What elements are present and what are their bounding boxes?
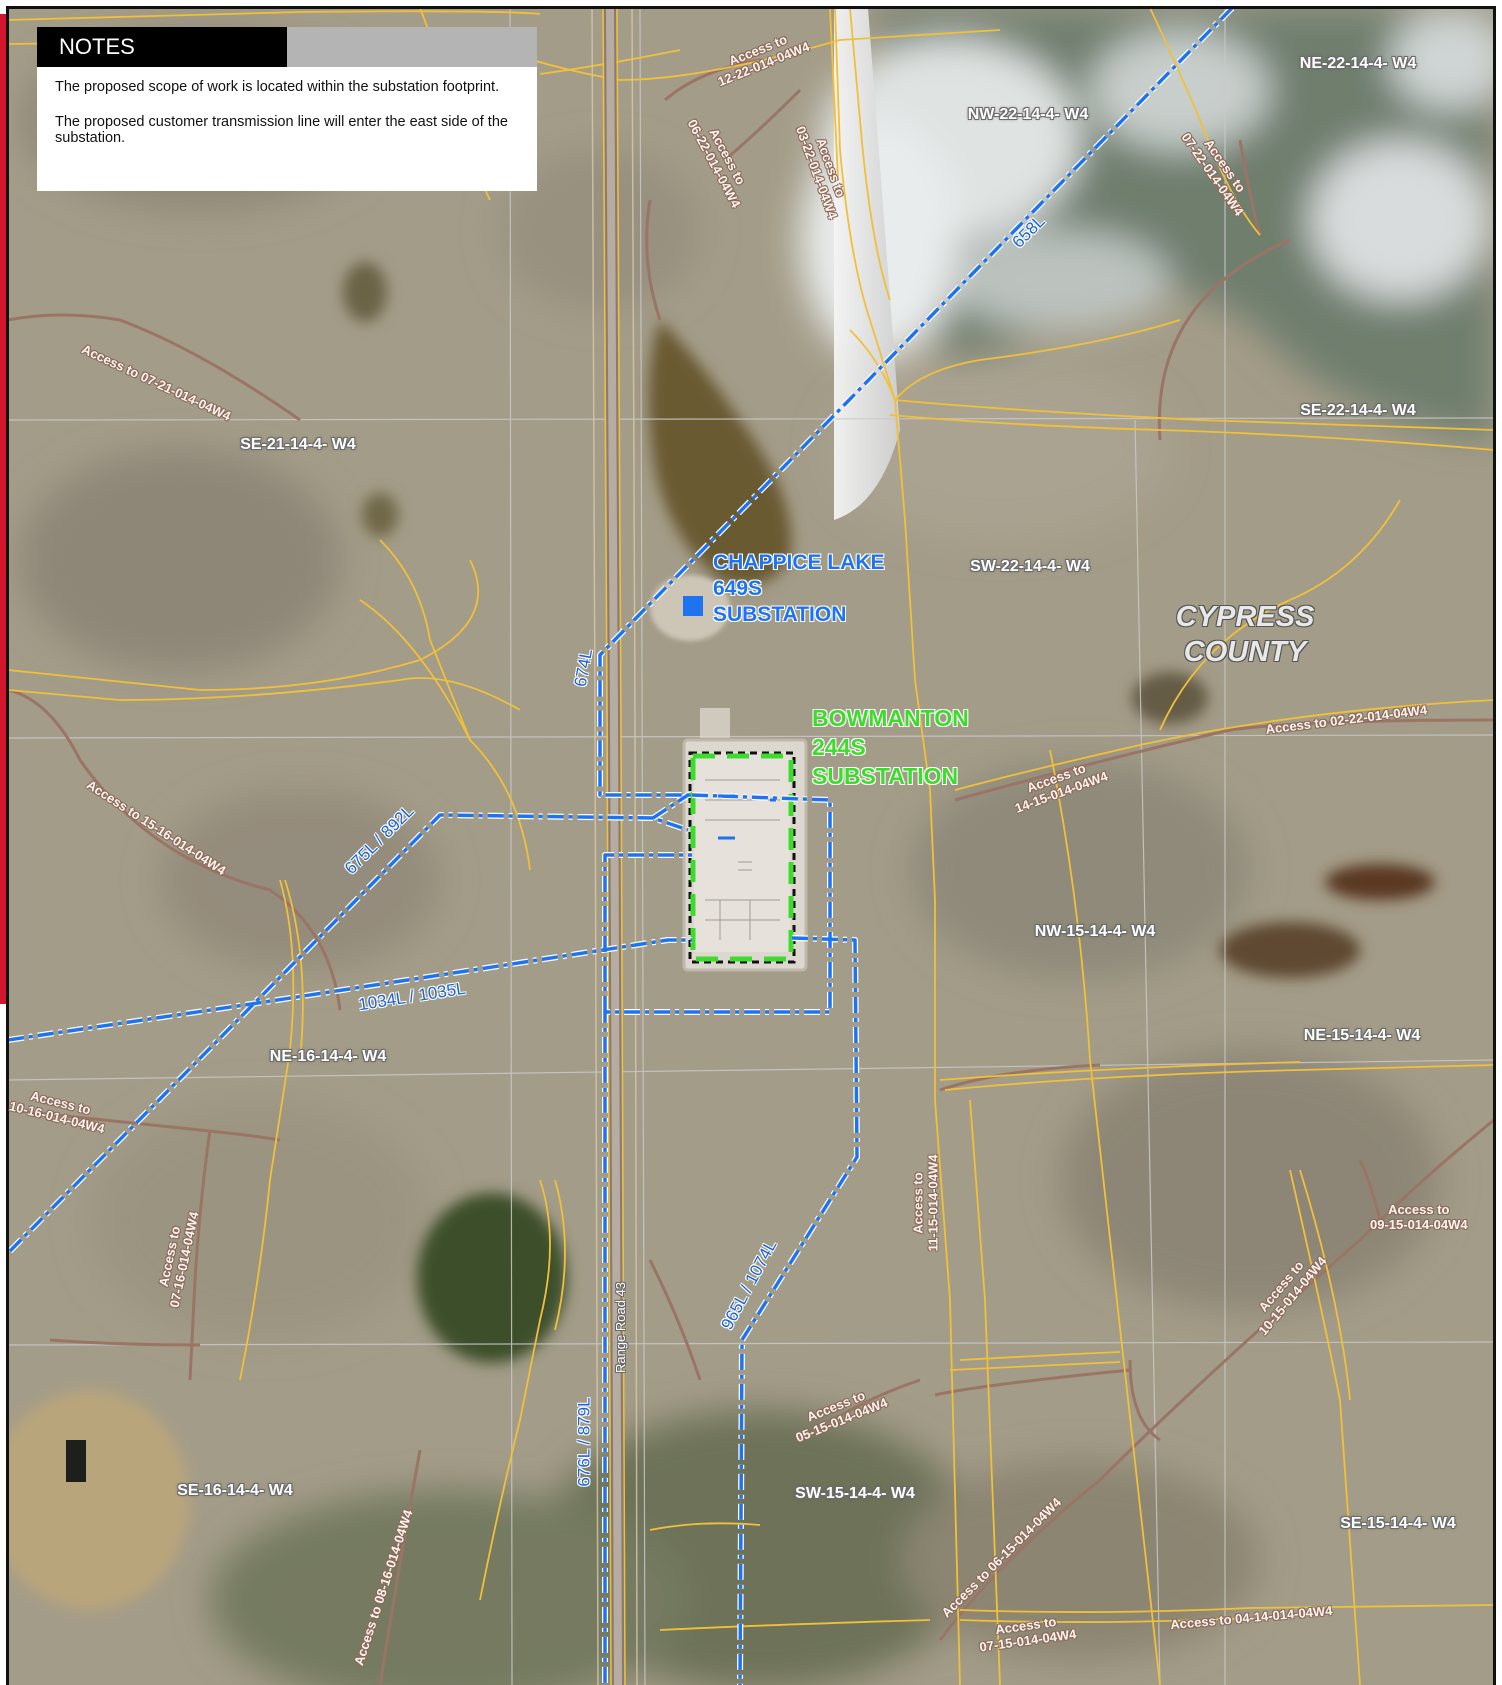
line-965l-1074l bbox=[738, 936, 859, 1685]
red-side-tab bbox=[0, 14, 6, 1004]
aerial-map[interactable] bbox=[8, 8, 1494, 1685]
map-frame[interactable]: NOTES The proposed scope of work is loca… bbox=[8, 8, 1494, 1685]
line-1034l-1035l bbox=[8, 938, 692, 1042]
notes-line-2: The proposed customer transmission line … bbox=[55, 113, 508, 147]
terrain-shading bbox=[20, 30, 1440, 1685]
trails bbox=[8, 58, 1494, 1685]
notes-panel: NOTES The proposed scope of work is loca… bbox=[37, 27, 537, 191]
chappice-pad bbox=[650, 575, 730, 641]
range-road bbox=[591, 8, 638, 1685]
notes-body: The proposed scope of work is located wi… bbox=[37, 67, 537, 147]
notes-header: NOTES bbox=[37, 27, 537, 67]
water-bodies bbox=[8, 262, 1435, 1610]
notes-header-bar bbox=[287, 27, 537, 67]
bowmanton-substation[interactable] bbox=[682, 708, 808, 972]
access-roads bbox=[8, 8, 1494, 1685]
bowmanton-fence-outline bbox=[690, 753, 794, 962]
notes-title: NOTES bbox=[37, 27, 287, 67]
line-676l-879l bbox=[603, 793, 832, 1685]
line-675l-892l bbox=[8, 813, 689, 1253]
section-grid bbox=[8, 8, 1494, 1685]
transmission-lines bbox=[8, 8, 1235, 1685]
line-658l-674l bbox=[598, 8, 1234, 797]
cloud-cover bbox=[800, 8, 1494, 440]
notes-line-1: The proposed scope of work is located wi… bbox=[55, 79, 500, 95]
chappice-substation-marker[interactable] bbox=[683, 596, 703, 616]
imagery-seam bbox=[834, 8, 900, 520]
